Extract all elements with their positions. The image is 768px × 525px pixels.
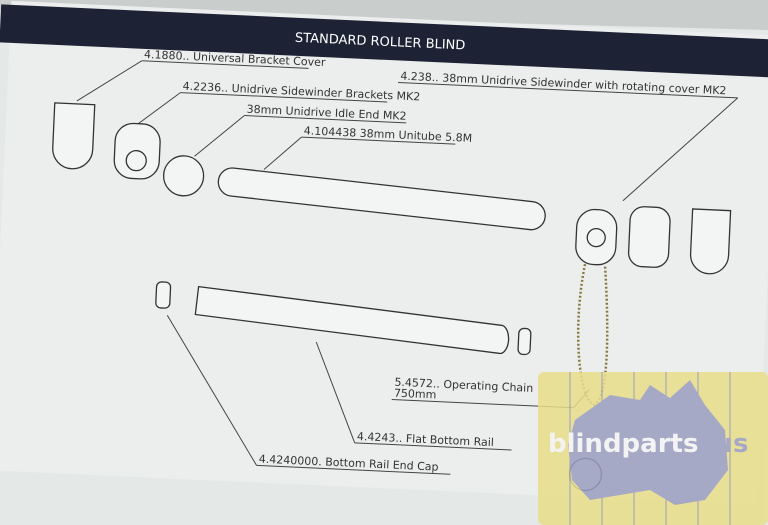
- bracket-cover-left: [52, 102, 96, 170]
- watermark-logo: blindparts aus: [538, 372, 768, 525]
- idle-end: [162, 155, 205, 197]
- end-cap-right: [517, 327, 532, 356]
- end-cap-left: [155, 281, 172, 309]
- bracket-cover-right: [689, 208, 732, 275]
- watermark-text-suffix: aus: [697, 429, 749, 459]
- bracket-right: [627, 206, 671, 268]
- unitube: [217, 167, 546, 231]
- australia-map-icon: [568, 380, 728, 505]
- label-chain-line1: 5.4572.. Operating Chain: [394, 376, 533, 395]
- header-band: [0, 4, 768, 79]
- label-chain-line2: 750mm: [394, 387, 437, 402]
- bottom-rail: [194, 285, 510, 355]
- watermark-text: blindparts: [548, 429, 698, 459]
